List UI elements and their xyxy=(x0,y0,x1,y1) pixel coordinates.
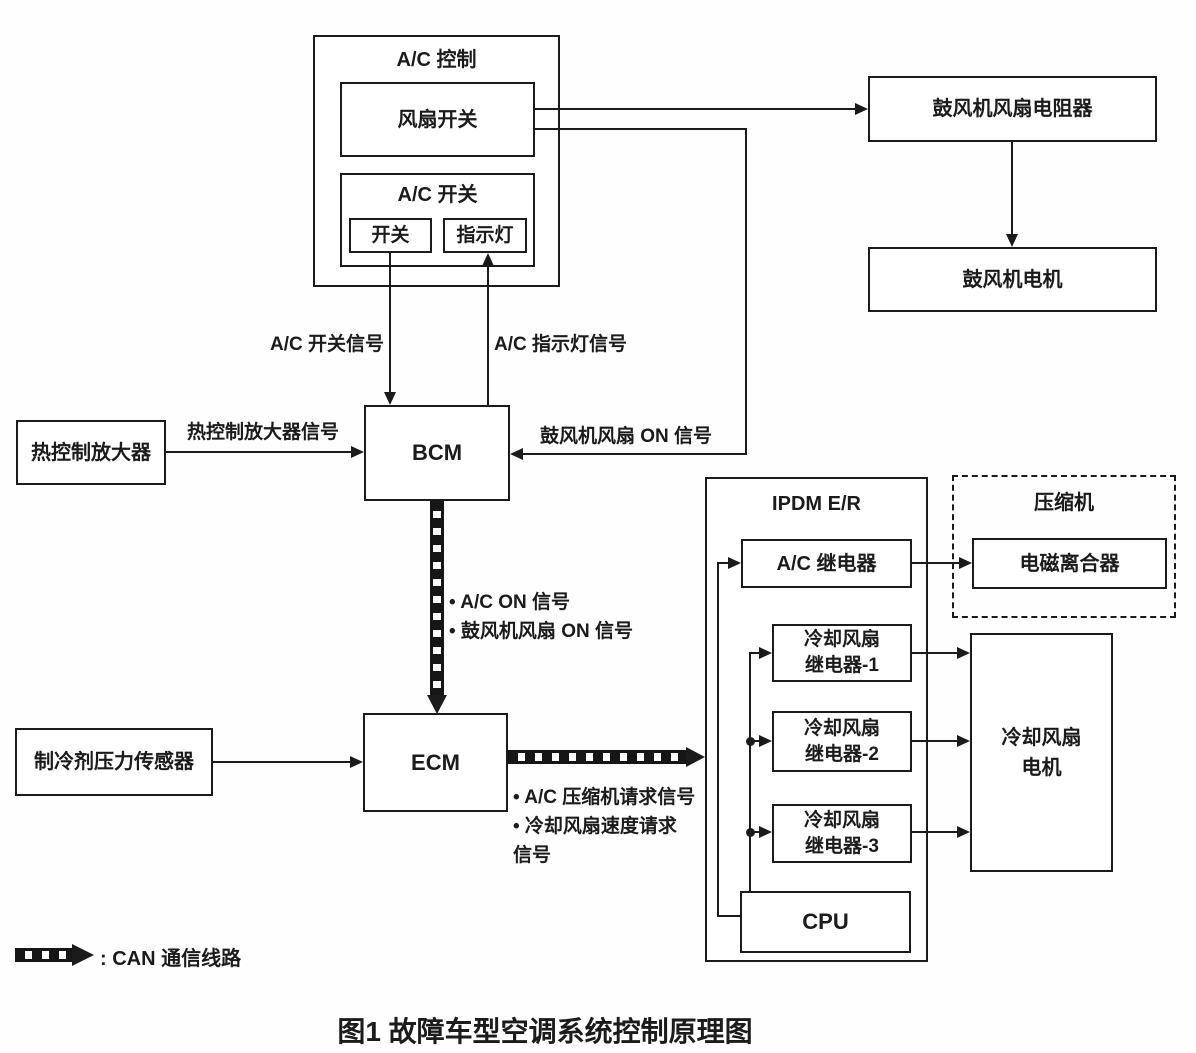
compressor-title: 压缩机 xyxy=(1034,492,1094,514)
ipdm-title: IPDM E/R xyxy=(772,493,861,515)
line-fanswitch-right xyxy=(535,128,747,130)
fan-relay-1-box: 冷却风扇 继电器-1 xyxy=(772,624,912,682)
arrowhead-into-bcm-right xyxy=(510,448,523,460)
cooling-fan-motor-box: 冷却风扇 电机 xyxy=(970,633,1113,872)
indicator-label: 指示灯 xyxy=(456,224,514,246)
line-fanswitch-resistor xyxy=(535,108,858,110)
ecm-label: ECM xyxy=(411,749,460,775)
cooling-fan-motor-label: 冷却风扇 电机 xyxy=(1001,726,1082,779)
line-relay3-motor xyxy=(912,831,958,833)
bcm-label: BCM xyxy=(411,440,463,465)
legend-can-arrowhead xyxy=(72,944,94,966)
can-bcm-ecm-signal-2: • 鼓风机风扇 ON 信号 xyxy=(449,621,633,642)
arrowhead-into-ac-relay xyxy=(728,557,741,569)
line-sensor-ecm xyxy=(213,761,355,763)
arrowhead-into-indicator xyxy=(482,253,494,266)
thermo-amp-signal-label: 热控制放大器信号 xyxy=(187,422,340,443)
can-ecm-ipdm-signal-3: 信号 xyxy=(513,845,552,866)
line-into-relay3 xyxy=(749,831,762,833)
ac-indicator-signal-label: A/C 指示灯信号 xyxy=(494,334,628,355)
line-relay1-motor xyxy=(912,652,958,654)
junction-dot-relay3 xyxy=(746,828,755,837)
magnetic-clutch-label: 电磁离合器 xyxy=(1019,552,1120,575)
arrowhead-into-resistor xyxy=(855,103,868,115)
fan-switch-box: 风扇开关 xyxy=(340,82,535,157)
indicator-box: 指示灯 xyxy=(443,218,527,253)
arrowhead-relay2-motor xyxy=(957,735,970,747)
line-into-relay2 xyxy=(749,740,762,742)
junction-dot-relay2 xyxy=(746,737,755,746)
thermo-amp-box: 热控制放大器 xyxy=(16,420,166,485)
legend-can-line-sample xyxy=(15,948,73,962)
refrigerant-sensor-box: 制冷剂压力传感器 xyxy=(15,728,213,796)
figure-caption: 图1 故障车型空调系统控制原理图 xyxy=(337,1016,753,1047)
blower-motor-label: 鼓风机电机 xyxy=(962,268,1063,291)
thermo-amp-label: 热控制放大器 xyxy=(31,441,151,464)
line-fanswitch-down xyxy=(745,128,747,455)
line-cpu-acrelay-vertical xyxy=(717,562,719,917)
arrowhead-into-blower-motor xyxy=(1006,234,1018,247)
line-relay2-motor xyxy=(912,740,958,742)
can-arrowhead-into-ecm xyxy=(427,695,447,714)
blower-resistor-label: 鼓风机风扇电阻器 xyxy=(932,98,1093,120)
blower-fan-on-signal-label: 鼓风机风扇 ON 信号 xyxy=(540,426,713,447)
switch-label: 开关 xyxy=(371,224,410,246)
blower-resistor-box: 鼓风机风扇电阻器 xyxy=(868,76,1157,142)
line-cpu-relays-vertical xyxy=(749,652,751,891)
arrowhead-into-relay3 xyxy=(759,826,772,838)
line-switch-bcm xyxy=(389,253,391,394)
cpu-label: CPU xyxy=(802,909,849,934)
legend-can-label: : CAN 通信线路 xyxy=(100,948,242,970)
arrowhead-into-ecm xyxy=(350,756,363,768)
fan-relay-3-box: 冷却风扇 继电器-3 xyxy=(772,804,912,863)
can-ecm-ipdm-signal-2: • 冷却风扇速度请求 xyxy=(513,816,677,837)
arrowhead-into-relay2 xyxy=(759,735,772,747)
can-ecm-ipdm-signal-1: • A/C 压缩机请求信号 xyxy=(513,787,696,808)
bcm-box: BCM xyxy=(364,405,510,501)
line-bcm-indicator xyxy=(487,264,489,405)
fan-relay-2-label: 冷却风扇 继电器-2 xyxy=(803,717,880,765)
line-blower-on-to-bcm xyxy=(521,453,747,455)
arrowhead-into-bcm-top xyxy=(384,392,396,405)
ac-relay-label: A/C 继电器 xyxy=(776,552,877,575)
arrowhead-relay3-motor xyxy=(957,826,970,838)
arrowhead-relay1-motor xyxy=(957,647,970,659)
blower-motor-box: 鼓风机电机 xyxy=(868,247,1157,312)
fan-switch-label: 风扇开关 xyxy=(397,108,478,131)
arrowhead-into-clutch xyxy=(959,557,972,569)
line-cpu-acrelay-top xyxy=(717,562,731,564)
magnetic-clutch-box: 电磁离合器 xyxy=(972,538,1167,589)
refrigerant-sensor-label: 制冷剂压力传感器 xyxy=(34,751,194,773)
line-into-relay1 xyxy=(749,652,762,654)
arrowhead-into-bcm-left xyxy=(351,446,364,458)
ac-switch-signal-label: A/C 开关信号 xyxy=(270,334,385,355)
fan-relay-1-label: 冷却风扇 继电器-1 xyxy=(803,629,880,676)
line-thermo-bcm xyxy=(166,451,356,453)
ac-switch-title: A/C 开关 xyxy=(397,184,478,206)
line-cpu-acrelay-bottom xyxy=(717,915,740,917)
can-line-ecm-ipdm xyxy=(508,750,687,764)
can-bcm-ecm-signal-1: • A/C ON 信号 xyxy=(449,592,571,613)
ac-relay-box: A/C 继电器 xyxy=(741,539,912,588)
ac-control-title: A/C 控制 xyxy=(396,49,477,71)
cpu-box: CPU xyxy=(740,891,911,953)
can-line-bcm-ecm xyxy=(430,501,444,697)
switch-box: 开关 xyxy=(349,218,432,253)
ecm-box: ECM xyxy=(363,713,508,812)
line-resistor-motor xyxy=(1011,142,1013,238)
can-arrowhead-into-ipdm xyxy=(686,747,705,767)
arrowhead-into-relay1 xyxy=(759,647,772,659)
fan-relay-3-label: 冷却风扇 继电器-3 xyxy=(803,809,880,857)
fan-relay-2-box: 冷却风扇 继电器-2 xyxy=(772,711,912,772)
line-acrelay-clutch xyxy=(912,562,960,564)
compressor-box: 压缩机 xyxy=(952,475,1176,618)
